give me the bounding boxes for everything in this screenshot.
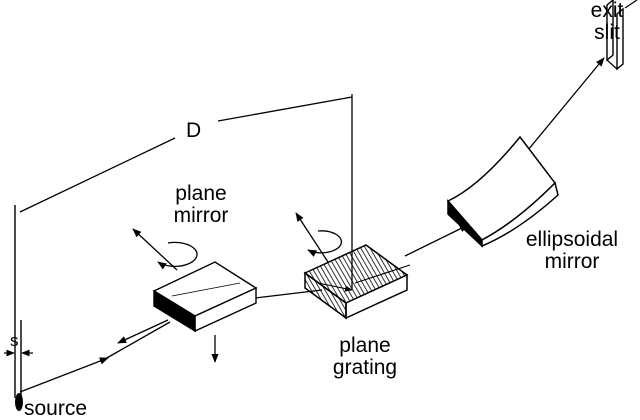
ellipsoidal-mirror-label: ellipsoidal mirror bbox=[516, 229, 628, 273]
plane-mirror bbox=[152, 261, 258, 363]
ellipsoidal-mirror-label-line1: ellipsoidal bbox=[525, 228, 619, 251]
distance-label: D bbox=[186, 119, 202, 142]
exit-slit bbox=[606, 0, 638, 71]
plane-grating-label-line1: plane bbox=[339, 334, 391, 357]
plane-grating-label: plane grating bbox=[322, 335, 408, 379]
exit-slit-label: exit slit bbox=[582, 0, 632, 44]
source-slit bbox=[14, 205, 23, 411]
source-spot bbox=[15, 393, 23, 411]
plane-grating-label-line2: grating bbox=[332, 356, 398, 379]
slit-width-label: s bbox=[10, 331, 19, 350]
plane-mirror-label-line1: plane bbox=[175, 182, 227, 205]
exit-slit-label-line1: exit bbox=[590, 0, 624, 22]
plane-mirror-label: plane mirror bbox=[158, 183, 244, 227]
grating-rotation-arrow bbox=[295, 212, 342, 263]
exit-slit-label-line2: slit bbox=[594, 21, 620, 44]
source-label: source bbox=[24, 397, 88, 420]
ellipsoidal-mirror-label-line2: mirror bbox=[544, 250, 600, 273]
plane-grating bbox=[303, 244, 409, 320]
ellipsoidal-mirror bbox=[446, 135, 559, 248]
mirror-rotation-arrow bbox=[132, 228, 198, 271]
plane-mirror-label-line2: mirror bbox=[173, 204, 229, 227]
